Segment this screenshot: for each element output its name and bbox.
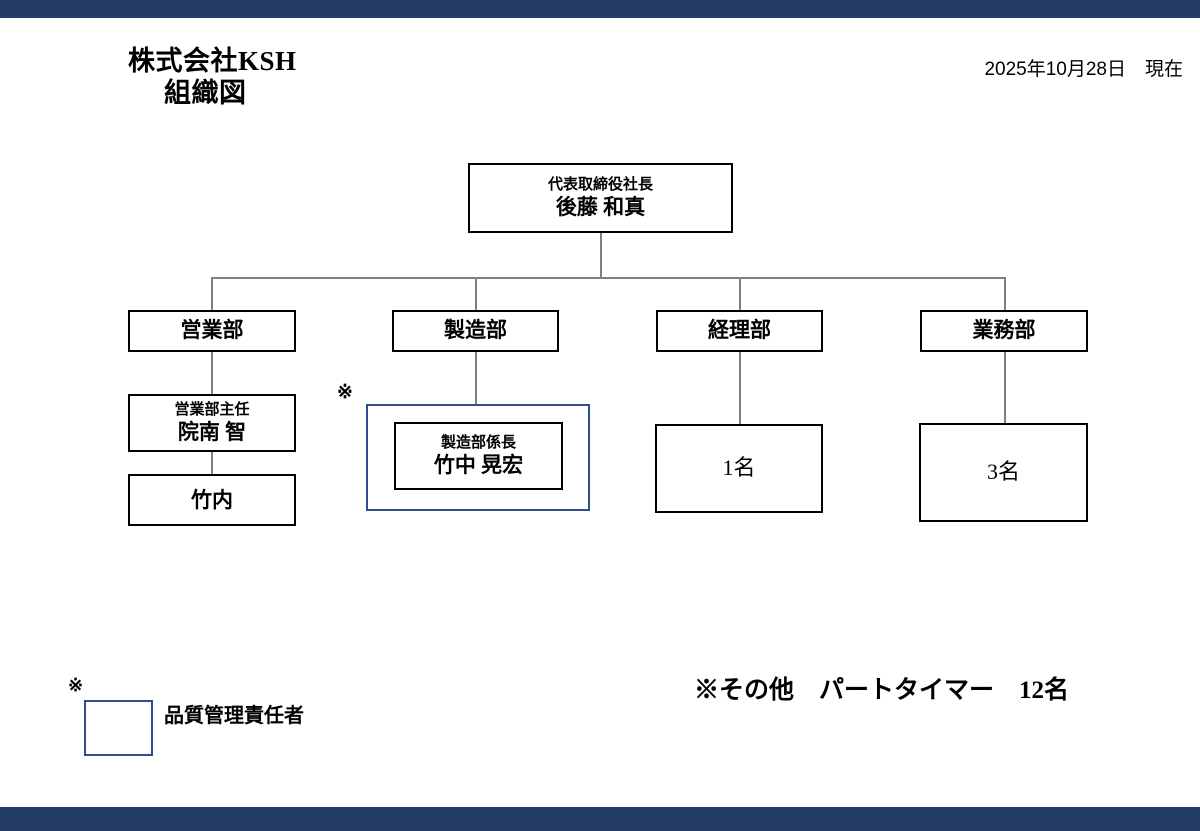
node-ceo[interactable]: 代表取締役社長 後藤 和真 bbox=[468, 163, 733, 233]
node-department-accounting[interactable]: 経理部 bbox=[656, 310, 823, 352]
node-manufacturing-chief-role: 製造部係長 bbox=[440, 434, 516, 451]
manufacturing-kome-icon: ※ bbox=[337, 382, 353, 403]
legend-kome-icon: ※ bbox=[68, 675, 84, 695]
node-operations-count[interactable]: 3名 bbox=[919, 423, 1088, 522]
node-department-sales-label: 営業部 bbox=[180, 318, 244, 343]
connector-drop-manufacturing bbox=[475, 277, 477, 311]
connector-drop-accounting bbox=[739, 277, 741, 311]
node-sales-supervisor-person: 院南 智 bbox=[177, 420, 247, 445]
connector-operations-to-count bbox=[1004, 351, 1006, 424]
node-department-accounting-label: 経理部 bbox=[708, 318, 771, 343]
legend-label: 品質管理責任者 bbox=[164, 705, 304, 727]
node-ceo-person: 後藤 和真 bbox=[555, 195, 646, 220]
as-of-date: 2025年10月28日 現在 bbox=[984, 59, 1183, 80]
company-name: 株式会社KSH bbox=[128, 46, 297, 76]
connector-supervisor-to-member bbox=[211, 451, 213, 475]
node-ceo-role: 代表取締役社長 bbox=[547, 176, 653, 193]
connector-root-down bbox=[600, 232, 602, 278]
top-accent-bar bbox=[0, 0, 1200, 18]
document-title: 組織図 bbox=[164, 77, 247, 108]
node-department-operations[interactable]: 業務部 bbox=[920, 310, 1088, 352]
node-sales-member[interactable]: 竹内 bbox=[128, 474, 296, 526]
connector-drop-operations bbox=[1004, 277, 1006, 311]
node-accounting-count[interactable]: 1名 bbox=[655, 424, 823, 513]
connector-drop-sales bbox=[211, 277, 213, 311]
node-department-sales[interactable]: 営業部 bbox=[128, 310, 296, 352]
connector-sales-to-supervisor bbox=[211, 351, 213, 395]
bottom-accent-bar bbox=[0, 807, 1200, 831]
connector-horizontal-bus bbox=[211, 277, 1006, 279]
footnote-part-timers: ※その他 パートタイマー 12名 bbox=[694, 677, 1070, 704]
node-department-manufacturing[interactable]: 製造部 bbox=[392, 310, 559, 352]
node-sales-supervisor[interactable]: 営業部主任 院南 智 bbox=[128, 394, 296, 452]
connector-accounting-to-count bbox=[739, 351, 741, 425]
node-sales-member-person: 竹内 bbox=[191, 487, 233, 512]
node-accounting-count-value: 1名 bbox=[722, 455, 756, 481]
legend-color-swatch bbox=[84, 700, 153, 756]
node-department-operations-label: 業務部 bbox=[972, 318, 1036, 343]
node-manufacturing-chief-person: 竹中 晃宏 bbox=[433, 453, 524, 478]
page-title: 株式会社KSH 組織図 bbox=[128, 46, 297, 110]
node-department-manufacturing-label: 製造部 bbox=[444, 318, 507, 343]
node-operations-count-value: 3名 bbox=[986, 459, 1020, 485]
node-sales-supervisor-role: 営業部主任 bbox=[174, 401, 250, 418]
node-manufacturing-chief[interactable]: 製造部係長 竹中 晃宏 bbox=[394, 422, 563, 490]
connector-manufacturing-to-chief bbox=[475, 351, 477, 423]
